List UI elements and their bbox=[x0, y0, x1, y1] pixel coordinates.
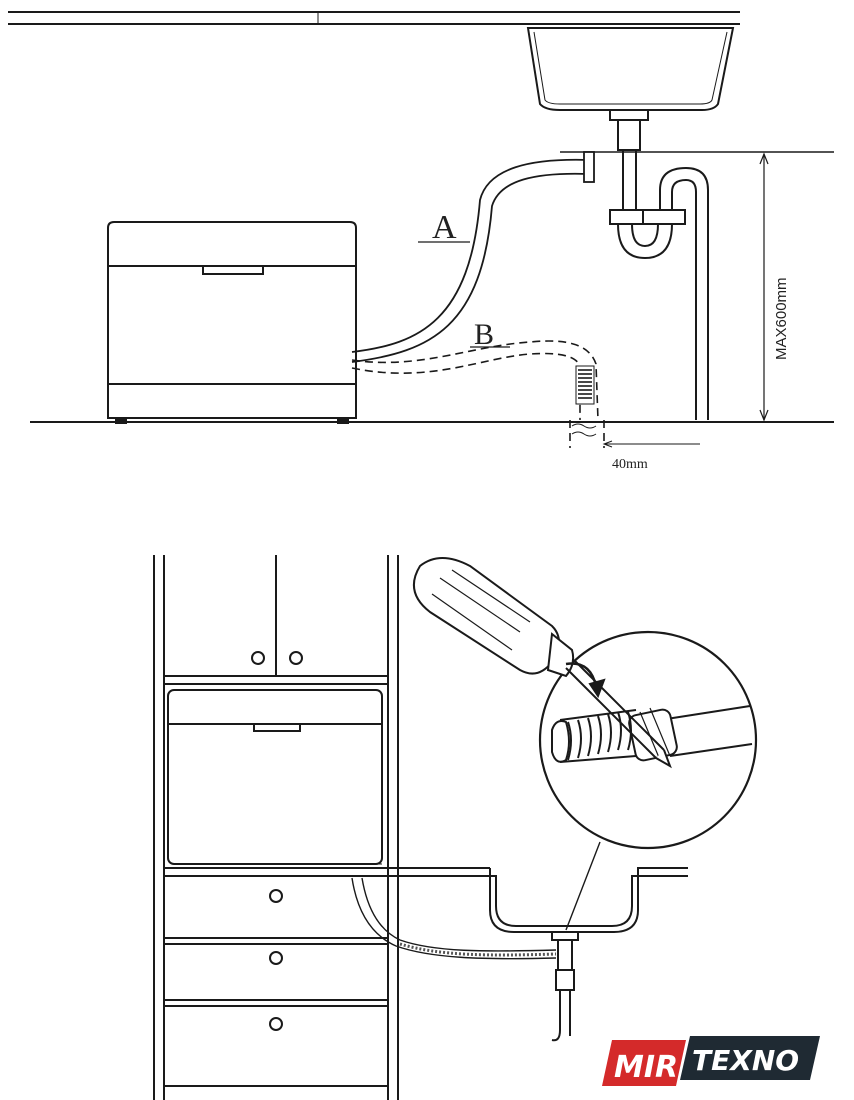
mirtexno-logo: MIR TEXNO bbox=[602, 1036, 820, 1086]
drain-hose-a bbox=[351, 151, 595, 363]
height-dimension-label: MAX600mm bbox=[773, 277, 790, 360]
zoom-leader bbox=[565, 841, 601, 931]
countertop bbox=[8, 11, 740, 25]
dishwasher-icon bbox=[107, 221, 357, 424]
logo-dark-panel bbox=[680, 1036, 820, 1080]
height-dimension bbox=[759, 152, 769, 422]
hose-ribbing bbox=[399, 942, 557, 957]
screwdriver-icon bbox=[412, 557, 672, 769]
floor-drain-hatching bbox=[578, 369, 592, 399]
gap-dimension-label: 40mm bbox=[612, 457, 648, 472]
logo-text-texno: TEXNO bbox=[692, 1044, 799, 1077]
logo-red-panel bbox=[602, 1040, 686, 1086]
undercounter-sink bbox=[489, 867, 688, 1042]
drain-hose-lower bbox=[351, 877, 557, 960]
kitchen-cabinet bbox=[153, 555, 490, 1100]
drain-hose-b bbox=[351, 340, 605, 448]
logo-text-mir: MIR bbox=[614, 1050, 678, 1085]
gap-dimension bbox=[602, 440, 700, 448]
label-b: B bbox=[474, 318, 494, 351]
water-waves bbox=[571, 423, 597, 437]
label-a: A bbox=[432, 209, 457, 246]
sink-icon bbox=[526, 27, 735, 420]
